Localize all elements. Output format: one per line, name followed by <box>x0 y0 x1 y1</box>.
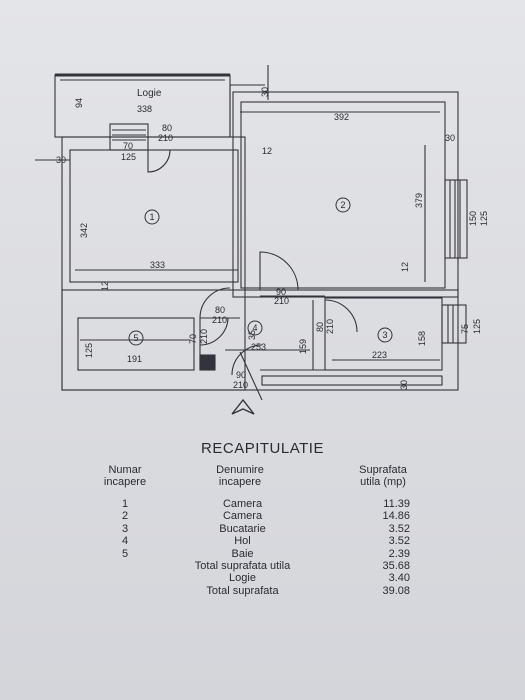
dim-90-mid: 90 <box>276 287 286 297</box>
floor-plan: Logie 338 94 30 392 30 80 210 70 125 30 … <box>35 65 489 415</box>
dim-379: 379 <box>414 193 424 208</box>
dim-150: 150 <box>468 211 478 226</box>
dim-210-entry: 210 <box>233 380 248 390</box>
table-row: 11.39 <box>383 498 410 510</box>
dim-80-top: 80 <box>162 123 172 133</box>
dim-80-hall: 80 <box>215 305 225 315</box>
total-row: Total suprafata utila <box>194 560 291 573</box>
dim-30-top: 30 <box>260 87 270 97</box>
dim-30-bottom: 30 <box>399 380 409 390</box>
room-number-3: 3 <box>382 330 387 340</box>
table-row: Bucatarie <box>219 522 266 535</box>
dim-125-bath: 125 <box>84 343 94 358</box>
total-row: 39.08 <box>382 584 410 597</box>
dim-210-kit: 210 <box>325 319 335 334</box>
dim-125-win: 125 <box>479 211 489 226</box>
dim-223: 223 <box>372 350 387 360</box>
room-number-2: 2 <box>340 200 345 210</box>
table-row: 4 <box>121 535 129 548</box>
header-numar: Numar incapere <box>95 464 155 488</box>
logie-label: Logie <box>137 88 162 99</box>
column-numar: 1 2 3 4 5 <box>100 498 150 560</box>
dim-80-kit: 80 <box>315 322 325 332</box>
table-row: Camera <box>222 498 263 510</box>
table-row: 2.39 <box>388 547 410 560</box>
dim-210-hall: 210 <box>212 315 227 325</box>
total-row: Logie <box>229 572 256 585</box>
header-suprafata-line1: Suprafata <box>359 464 407 476</box>
dim-12-r2: 12 <box>400 262 410 272</box>
dim-210-bath: 210 <box>199 329 209 344</box>
dim-12-top: 12 <box>262 146 272 156</box>
dim-125-top: 125 <box>121 152 136 162</box>
table-row: 3 <box>121 522 129 535</box>
dim-210-top: 210 <box>158 133 173 143</box>
column-suprafata: 11.39 14.86 3.52 3.52 2.39 35.68 3.40 39… <box>340 498 410 597</box>
header-denumire-line1: Denumire <box>216 464 264 476</box>
header-suprafata-line2: utila (mp) <box>360 476 406 488</box>
column-denumire: Camera Camera Bucatarie Hol Baie Total s… <box>150 498 335 597</box>
recap-title: RECAPITULATIE <box>201 440 324 457</box>
dim-158: 158 <box>417 331 427 346</box>
total-row: 3.40 <box>388 572 410 585</box>
dim-70: 70 <box>123 141 133 151</box>
dim-35: 35 <box>247 330 257 340</box>
header-numar-line1: Numar <box>108 464 142 476</box>
table-row: 1 <box>121 498 129 510</box>
dim-30-right: 30 <box>445 133 455 143</box>
dim-210-mid: 210 <box>274 296 289 306</box>
dim-253: 253 <box>251 342 266 352</box>
header-numar-line2: incapere <box>103 476 147 488</box>
dim-30-left: 30 <box>56 155 66 165</box>
dim-191: 191 <box>127 354 142 364</box>
table-row: 14.86 <box>382 510 410 523</box>
dim-392: 392 <box>334 112 349 122</box>
total-row: 35.68 <box>382 560 410 573</box>
dim-342: 342 <box>79 223 89 238</box>
header-denumire-line2: incapere <box>218 476 262 488</box>
room-5-walls <box>77 317 195 371</box>
dim-12-mid: 12 <box>100 281 110 291</box>
dim-333: 333 <box>150 260 165 270</box>
header-suprafata: Suprafata utila (mp) <box>348 464 418 488</box>
table-row: Baie <box>231 547 254 560</box>
dim-90-entry: 90 <box>236 370 246 380</box>
table-row: 5 <box>121 547 129 560</box>
dim-70-bath: 70 <box>188 334 198 344</box>
dim-159: 159 <box>298 339 308 354</box>
dim-338: 338 <box>137 104 152 114</box>
table-row: Hol <box>234 535 251 548</box>
room-number-1: 1 <box>149 212 154 222</box>
dim-125-kwin: 125 <box>472 319 482 334</box>
table-row: Camera <box>222 510 263 523</box>
table-row: 2 <box>121 510 129 523</box>
table-row: 3.52 <box>388 522 410 535</box>
entry-arrow <box>231 398 255 415</box>
dim-75: 75 <box>460 324 470 334</box>
header-denumire: Denumire incapere <box>200 464 280 488</box>
dim-94: 94 <box>74 98 84 108</box>
room-2-walls <box>232 91 459 298</box>
total-row: Total suprafata <box>206 584 279 597</box>
room-number-4: 4 <box>252 323 257 333</box>
room-number-5: 5 <box>133 333 138 343</box>
table-row: 3.52 <box>388 535 410 548</box>
